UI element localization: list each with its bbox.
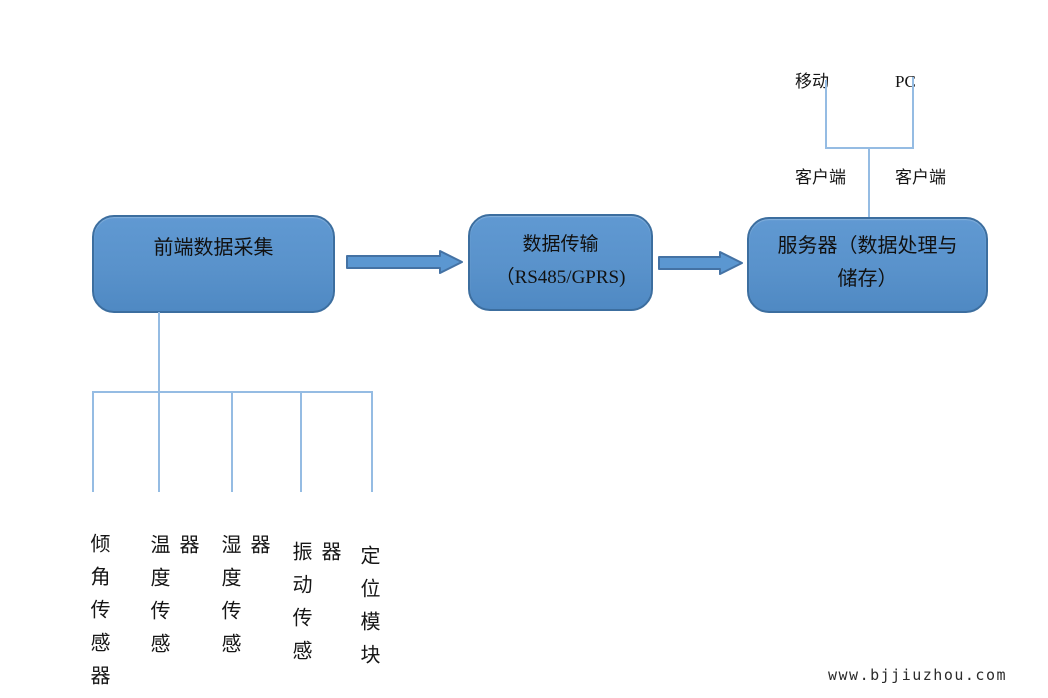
connector-sensor-drop-3 xyxy=(231,391,233,492)
connector-pc-drop xyxy=(912,77,914,148)
client-label-mobile: 移动 客户端 xyxy=(795,2,846,258)
flow-box-frontend-label: 前端数据采集 xyxy=(153,237,274,259)
flow-box-transmission-line2: （RS485/GPRS) xyxy=(495,267,626,288)
flow-box-transmission: 数据传输 （RS485/GPRS) xyxy=(468,214,653,311)
connector-sensor-drop-1 xyxy=(92,391,94,492)
connector-frontend-drop xyxy=(158,312,160,393)
client-mobile-line1: 移动 xyxy=(795,72,829,91)
flow-arrow-transmission-to-server xyxy=(658,251,743,275)
flow-box-server: 服务器（数据处理与 储存） xyxy=(747,217,988,313)
client-pc-line1: PC xyxy=(895,72,916,91)
flow-box-transmission-line1: 数据传输 xyxy=(522,234,599,255)
client-label-pc: PC 客户端 xyxy=(895,2,946,258)
connector-sensor-drop-4 xyxy=(300,391,302,492)
block-arrow-icon xyxy=(346,250,463,274)
connector-server-drop xyxy=(868,147,870,219)
flow-box-frontend: 前端数据采集 xyxy=(92,215,335,313)
sensor-label-temperature: 温度传感器 xyxy=(147,534,198,666)
watermark: www.bjjiuzhou.com xyxy=(828,666,1008,684)
sensor-label-vibration: 振动传感器 xyxy=(289,541,340,673)
sensor-label-tilt: 倾角传感器 xyxy=(87,533,109,698)
flow-arrow-frontend-to-transmission xyxy=(346,250,463,274)
flow-box-server-line1: 服务器（数据处理与 xyxy=(777,235,958,257)
connector-sensor-drop-5 xyxy=(371,391,373,492)
block-arrow-icon xyxy=(658,251,743,275)
sensor-label-positioning: 定位模块 xyxy=(357,545,379,677)
connector-sensor-drop-2 xyxy=(158,391,160,492)
connector-mobile-drop xyxy=(825,80,827,148)
sensor-label-humidity: 湿度传感器 xyxy=(218,534,269,666)
client-mobile-line2: 客户端 xyxy=(795,168,846,187)
client-pc-line2: 客户端 xyxy=(895,168,946,187)
flow-box-server-line2: 储存） xyxy=(837,268,898,290)
